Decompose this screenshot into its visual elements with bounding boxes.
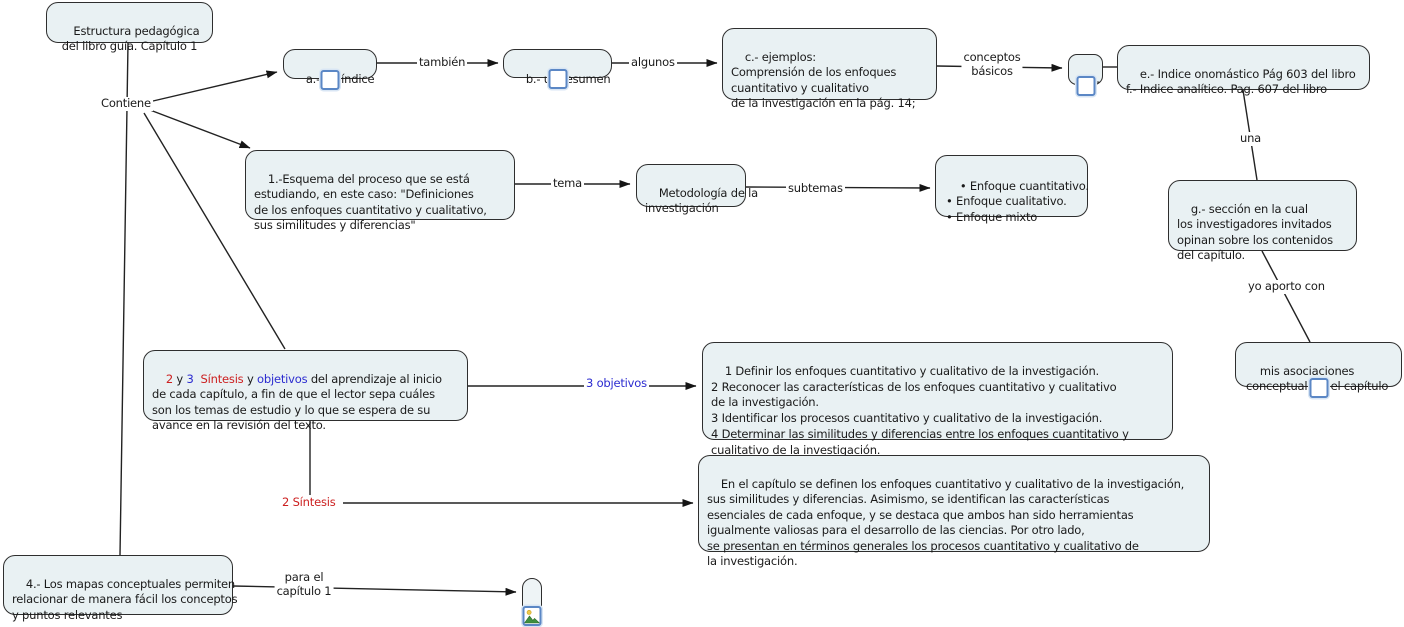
node-text: 1.-Esquema del proceso que se está estud… — [254, 171, 487, 233]
image-resource-icon[interactable] — [548, 69, 567, 89]
image-resource-icon[interactable] — [1076, 76, 1095, 96]
node-indice[interactable]: a.- un índice — [283, 49, 377, 90]
node-sintesis-texto[interactable]: En el capítulo se definen los enfoques c… — [698, 455, 1210, 568]
segment-sintesis: Síntesis — [200, 371, 244, 386]
segment-2: 2 — [165, 371, 173, 386]
node-d[interactable]: d.- — [1068, 54, 1103, 96]
node-text: mis asociaciones conceptuales del capítu… — [1246, 363, 1389, 394]
node-text: c.- ejemplos: Comprensión de los enfoque… — [731, 49, 916, 111]
link-label-para-capitulo[interactable]: para el capítulo 1 — [274, 570, 334, 598]
link-label-tema[interactable]: tema — [551, 176, 585, 191]
image-resource-icon[interactable] — [320, 70, 340, 90]
node-estructura-pedagogica[interactable]: Estructura pedagógica del libro guía. Ca… — [46, 2, 213, 53]
node-text: b.- un resumen — [525, 71, 611, 86]
link-label-tambien[interactable]: también — [417, 55, 468, 70]
link-label-algunos[interactable]: algunos — [629, 55, 677, 70]
node-text: En el capítulo se definen los enfoques c… — [707, 476, 1185, 569]
segment-objetivos: objetivos — [257, 371, 308, 386]
node-enfoques[interactable]: • Enfoque cuantitativo. • Enfoque cualit… — [935, 155, 1089, 224]
node-text: Estructura pedagógica del libro guía. Ca… — [61, 23, 200, 54]
link-label-conceptos-basicos[interactable]: conceptos básicos — [961, 50, 1023, 78]
link-label-2-sintesis[interactable]: 2 Síntesis — [280, 495, 338, 510]
image-resource-icon[interactable] — [1309, 378, 1328, 398]
node-seccion-g[interactable]: g.- sección en la cual los investigadore… — [1168, 180, 1357, 262]
segment-resto: del aprendizaje al inicio de cada capítu… — [152, 371, 442, 433]
node-text: Metodología de la investigación — [645, 185, 759, 216]
node-objetivos-lista[interactable]: 1 Definir los enfoques cuantitativo y cu… — [702, 342, 1173, 457]
segment-gap — [194, 372, 201, 386]
link-label-subtemas[interactable]: subtemas — [786, 181, 845, 196]
node-capitulo-1-resource[interactable] — [522, 578, 542, 626]
segment-y: y — [172, 371, 187, 386]
node-sintesis-objetivos[interactable]: 2 y 3 Síntesis y objetivos del aprendiza… — [143, 350, 468, 432]
node-text: 4.- Los mapas conceptuales permiten rela… — [12, 576, 238, 622]
node-text: e.- Indice onomástico Pág 603 del libro … — [1126, 66, 1356, 97]
node-text: a.- un índice — [305, 71, 375, 86]
node-metodologia[interactable]: Metodología de la investigación — [636, 164, 758, 215]
node-asociaciones[interactable]: mis asociaciones conceptuales del capítu… — [1235, 342, 1402, 398]
node-text: 1 Definir los enfoques cuantitativo y cu… — [711, 363, 1129, 457]
link-label-contiene[interactable]: Contiene — [99, 96, 153, 111]
node-esquema[interactable]: 1.-Esquema del proceso que se está estud… — [245, 150, 515, 232]
node-ejemplos[interactable]: c.- ejemplos: Comprensión de los enfoque… — [722, 28, 937, 110]
image-resource-icon[interactable] — [522, 606, 542, 626]
link-label-una[interactable]: una — [1238, 131, 1264, 146]
node-indices-ef[interactable]: e.- Indice onomástico Pág 603 del libro … — [1117, 45, 1370, 96]
node-mapas-conceptuales[interactable]: 4.- Los mapas conceptuales permiten rela… — [3, 555, 238, 622]
segment-3: 3 — [186, 371, 194, 386]
segment-y: y — [243, 371, 258, 386]
node-text: • Enfoque cuantitativo. • Enfoque cualit… — [946, 178, 1089, 224]
node-resumen[interactable]: b.- un resumen — [503, 49, 612, 89]
link-label-3-objetivos[interactable]: 3 objetivos — [584, 376, 649, 391]
link-label-yo-aporto[interactable]: yo aporto con — [1246, 279, 1327, 294]
node-text: g.- sección en la cual los investigadore… — [1177, 201, 1333, 263]
